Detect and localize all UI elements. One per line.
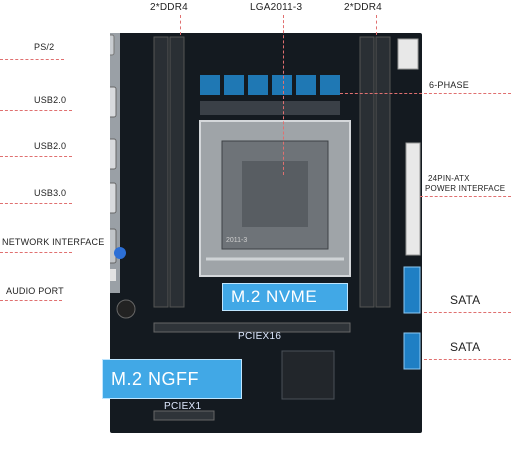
atx-24pin-connector <box>405 142 421 256</box>
capacitor <box>116 299 136 319</box>
ps2-port <box>110 34 115 56</box>
dimm-slot-4 <box>375 36 391 308</box>
vrm-choke-6 <box>320 75 340 95</box>
vrm-choke-1 <box>200 75 220 95</box>
vrm-choke-2 <box>224 75 244 95</box>
m2-ngff-tag: M.2 NGFF <box>102 359 242 399</box>
chipset-heatsink <box>281 350 335 400</box>
cpu-socket-mark: 2011-3 <box>226 237 248 244</box>
label-usb20-b: USB2.0 <box>34 141 67 151</box>
label-phase: 6-PHASE <box>429 80 469 90</box>
leader-usb30 <box>0 203 72 204</box>
cpu-socket-inner <box>242 161 308 227</box>
label-ps2: PS/2 <box>34 42 55 52</box>
leader-cpu-socket <box>283 15 284 175</box>
label-sata-b: SATA <box>450 340 481 354</box>
sata-connector-a <box>403 266 421 314</box>
leader-ddr-right <box>376 15 377 35</box>
leader-ps2 <box>0 59 64 60</box>
sata-connector-b <box>403 332 421 370</box>
label-ddr-right: 2*DDR4 <box>344 2 382 13</box>
label-ddr-left: 2*DDR4 <box>150 2 188 13</box>
m2-nvme-tag: M.2 NVME <box>222 283 348 311</box>
leader-ddr-left <box>180 15 181 35</box>
motherboard: M.2 NVME PCIEX16 M.2 NGFF PCIEX1 2011-3 <box>102 33 422 433</box>
label-cpu-socket: LGA2011-3 <box>250 2 303 13</box>
vrm-mosfets <box>200 101 340 115</box>
dimm-slot-3 <box>359 36 375 308</box>
leader-sata-a <box>424 312 511 313</box>
usb30-port <box>110 182 117 214</box>
leader-sata-b <box>424 359 511 360</box>
leader-audio <box>0 300 62 301</box>
leader-usb20-a <box>0 110 72 111</box>
leader-atx <box>420 196 511 197</box>
label-audio: AUDIO PORT <box>6 286 64 296</box>
m2-nvme-text: M.2 NVME <box>231 287 318 306</box>
pciex16-slot <box>153 322 351 333</box>
network-jack <box>110 228 117 264</box>
pciex16-text: PCIEX16 <box>238 331 282 342</box>
vrm-choke-5 <box>296 75 316 95</box>
motherboard-drawing <box>110 33 421 421</box>
pciex1-slot <box>153 410 215 421</box>
leader-phase <box>340 93 511 94</box>
vrm-choke-3 <box>248 75 268 95</box>
cpu-8pin-connector <box>397 38 419 70</box>
label-sata-a: SATA <box>450 293 481 307</box>
dimm-slot-1 <box>153 36 169 308</box>
label-atx-line1: 24PIN-ATX <box>428 174 470 183</box>
usb20-port-b <box>110 138 117 170</box>
audio-jack-tip <box>110 269 116 281</box>
leader-usb20-b <box>0 156 72 157</box>
dimm-slot-2 <box>169 36 185 308</box>
label-atx-line2: POWER INTERFACE <box>425 184 506 193</box>
blue-capacitor <box>114 247 126 259</box>
usb20-port-a <box>110 86 117 118</box>
leader-network <box>0 252 72 253</box>
vrm-row <box>200 75 340 115</box>
label-usb20-a: USB2.0 <box>34 95 67 105</box>
pciex1-text: PCIEX1 <box>164 401 202 412</box>
m2-ngff-text: M.2 NGFF <box>111 368 199 389</box>
label-network: NETWORK INTERFACE <box>2 237 105 247</box>
label-usb30: USB3.0 <box>34 188 67 198</box>
vrm-choke-4 <box>272 75 292 95</box>
